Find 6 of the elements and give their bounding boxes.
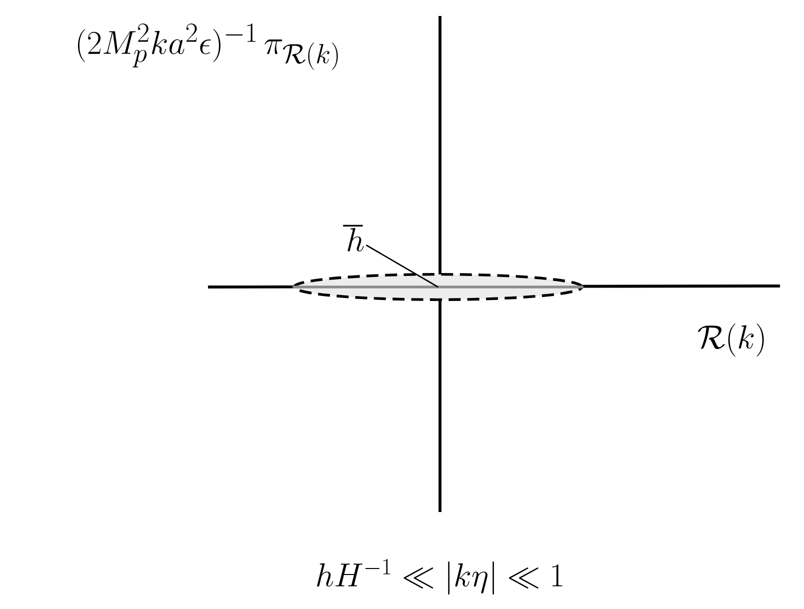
axis-label: $(2M_p^2ka^2\epsilon)^{-1}\,\pi_{\mathcal{R}(k)}$ xyxy=(78,24,338,70)
caption: $hH^{-1} \ll |k\eta| \ll 1$ xyxy=(317,559,562,595)
hbar-label: $\hbar$ xyxy=(343,224,364,252)
leader-line xyxy=(366,244,438,288)
axis-label: $\mathcal{R}(k)$ xyxy=(698,323,764,357)
dashed-ellipse xyxy=(292,273,584,301)
